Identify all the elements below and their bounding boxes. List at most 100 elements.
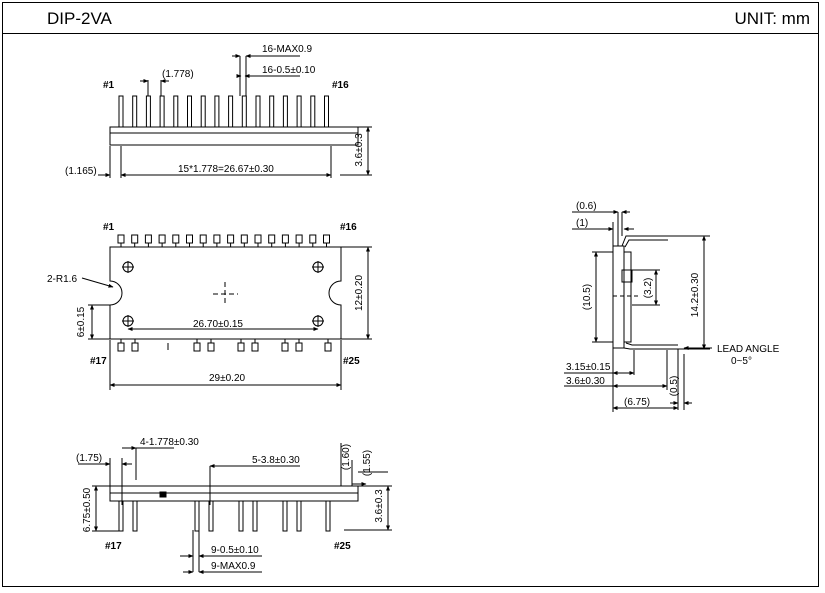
bottom-pitch5-label: 5-3.8±0.30 — [252, 455, 300, 466]
front-pin-top-last: #16 — [340, 222, 357, 233]
side-dim-0.5: (0.5) — [669, 376, 680, 397]
front-bottom-pin — [281, 342, 289, 352]
front-pin-bottom-first: #17 — [90, 356, 107, 367]
package-name: DIP-2VA — [47, 9, 112, 28]
drawing-frame: DIP-2VA UNIT: mm — [2, 2, 819, 587]
top-view — [98, 54, 372, 178]
front-top-pin — [186, 234, 193, 244]
front-top-pins — [117, 234, 330, 247]
front-bottom-pin — [237, 342, 245, 352]
bottom-view-pin — [296, 500, 302, 532]
top-offset-label: (1.165) — [65, 166, 97, 177]
side-view — [564, 210, 712, 412]
title-bar: DIP-2VA UNIT: mm — [3, 3, 818, 34]
top-pitch-label: (1.778) — [162, 69, 194, 80]
front-bottom-pin — [251, 342, 259, 352]
side-dim-10.5: (10.5) — [582, 284, 593, 310]
top-view-pin — [173, 95, 179, 128]
bottom-view-pin — [208, 500, 214, 532]
front-top-pin — [240, 234, 248, 244]
bottom-dim-1.75: (1.75) — [76, 453, 102, 464]
front-bottom-pin — [207, 342, 215, 352]
top-pin-last: #16 — [332, 80, 349, 91]
side-dim-14.2: 14.2±0.30 — [690, 272, 701, 317]
side-dim-3.15: 3.15±0.15 — [566, 362, 611, 373]
top-view-body — [109, 126, 359, 146]
bottom-lead-len-label: 6.75±0.50 — [82, 487, 93, 532]
top-view-pin — [296, 95, 302, 128]
top-span-label: 15*1.778=26.67±0.30 — [178, 164, 274, 175]
front-pin-top-first: #1 — [103, 222, 115, 233]
front-top-pin — [295, 234, 303, 244]
front-top-pin — [309, 234, 317, 244]
front-radius-label: 2-R1.6 — [47, 274, 77, 285]
front-top-pin — [268, 234, 276, 244]
side-dim-0.6: (0.6) — [576, 201, 597, 212]
top-view-pin — [310, 95, 316, 128]
front-top-pin — [323, 234, 330, 244]
top-view-pin — [282, 95, 288, 128]
top-view-pin — [200, 95, 206, 128]
side-dim-6.75: (6.75) — [624, 397, 650, 408]
bottom-view-pin — [282, 500, 288, 532]
top-view-pin — [145, 95, 151, 128]
top-view-pin — [118, 95, 124, 128]
front-top-pin — [158, 234, 166, 244]
side-dim-1: (1) — [576, 218, 588, 229]
bottom-view-pin — [194, 500, 200, 532]
front-bottom-pin — [117, 342, 125, 352]
front-top-pin — [281, 234, 289, 244]
front-top-pin — [117, 234, 125, 244]
bottom-pitch4-label: 4-1.778±0.30 — [140, 437, 199, 448]
front-bottom-pin — [324, 342, 332, 352]
bottom-view-pin — [252, 500, 258, 532]
front-left-height-label: 6±0.15 — [76, 306, 87, 337]
top-view-pin — [269, 95, 275, 128]
front-right-height-label: 12±0.20 — [354, 275, 365, 312]
bottom-view-pins — [118, 500, 331, 532]
bottom-pin-first: #17 — [105, 541, 122, 552]
bottom-lead-max-label: 9-MAX0.9 — [211, 561, 256, 572]
top-view-pin — [187, 95, 192, 128]
bottom-view-pin — [325, 500, 331, 532]
top-lead-max-label: 16-MAX0.9 — [262, 44, 312, 55]
front-top-pin — [199, 234, 207, 244]
front-pin-bottom-last: #25 — [343, 356, 360, 367]
top-lead-width-label: 16-0.5±0.10 — [262, 65, 316, 76]
top-view-pin — [214, 95, 220, 128]
bottom-pin-last: #25 — [334, 541, 351, 552]
bottom-lead-width-label: 9-0.5±0.10 — [211, 545, 259, 556]
bottom-view — [78, 443, 392, 574]
top-view-pin — [159, 95, 165, 128]
top-view-pin — [255, 95, 261, 128]
side-view-body — [612, 245, 625, 349]
front-top-pin — [254, 234, 262, 244]
mounting-holes — [122, 261, 324, 327]
top-view-pin — [241, 95, 247, 128]
top-pin-first: #1 — [103, 80, 115, 91]
bottom-view-pin — [118, 500, 124, 532]
front-width-label: 29±0.20 — [209, 373, 246, 384]
front-view — [81, 234, 372, 390]
top-view-pins — [118, 95, 329, 128]
top-view-pin — [324, 95, 329, 128]
front-bottom-pins — [117, 339, 332, 352]
top-height-label: 3.6±0.3 — [354, 133, 365, 167]
bottom-dim-1.60: (1.60) — [341, 444, 352, 470]
side-lead-angle-value: 0~5° — [731, 356, 752, 367]
front-top-pin — [144, 234, 152, 244]
front-top-pin — [213, 234, 221, 244]
front-hole-spacing-label: 26.70±0.15 — [193, 319, 243, 330]
bottom-dim-1.55: (1.55) — [362, 450, 373, 476]
top-view-pin — [132, 95, 138, 128]
unit-label: UNIT: mm — [734, 9, 810, 28]
side-dim-3.6: 3.6±0.30 — [566, 376, 605, 387]
front-top-pin — [131, 234, 139, 244]
bottom-view-pin — [238, 500, 244, 532]
front-bottom-pin — [131, 342, 139, 352]
bottom-view-pin — [132, 500, 138, 532]
side-dim-3.2: (3.2) — [643, 278, 654, 299]
front-bottom-pin — [193, 342, 201, 352]
front-bottom-pin — [295, 342, 303, 352]
